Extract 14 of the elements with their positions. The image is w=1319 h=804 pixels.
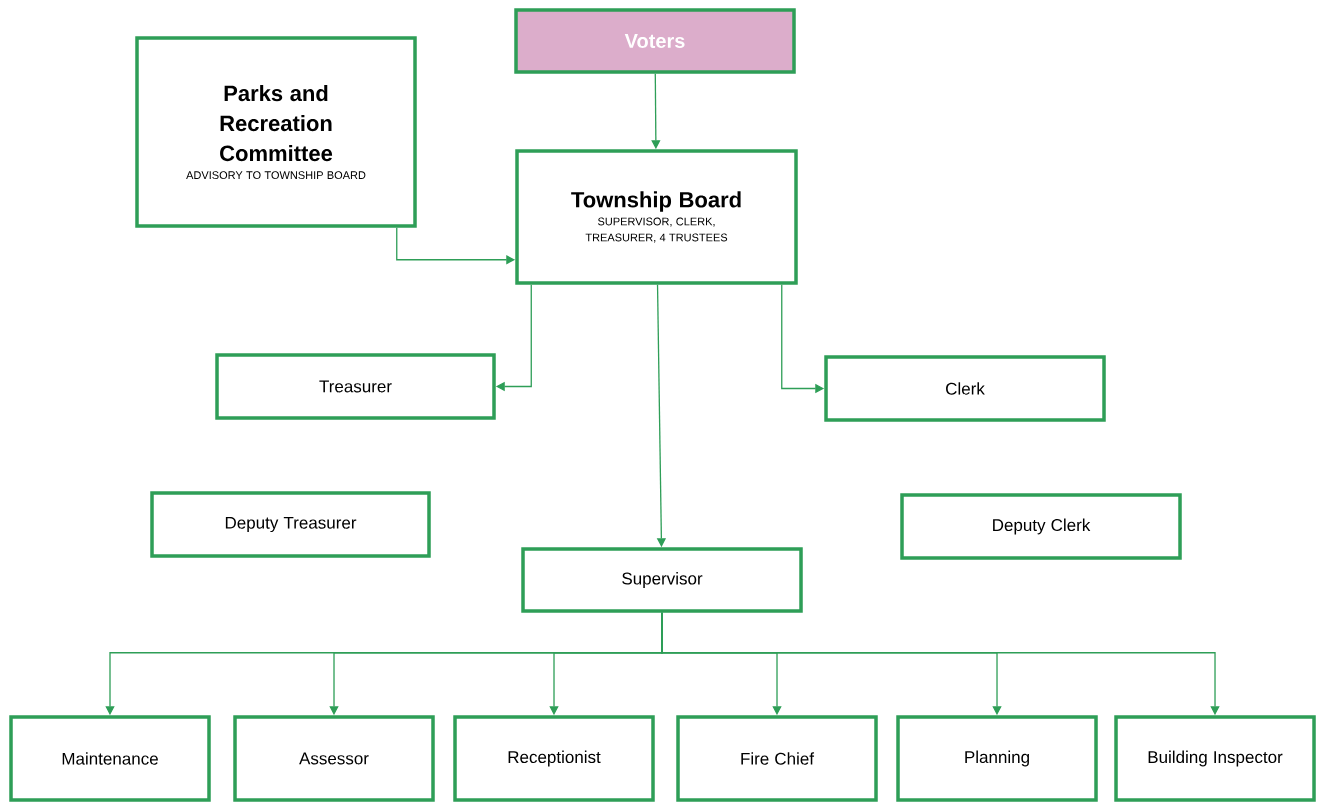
org-box: Township Board SUPERVISOR, CLERK, TREASURER, 4 TRUSTEES: [515, 149, 798, 285]
org-box: Receptionist: [453, 715, 655, 802]
org-box: Deputy Treasurer: [150, 491, 431, 558]
org-box: Clerk: [824, 355, 1106, 422]
org-box: Deputy Clerk: [900, 493, 1182, 560]
org-box: Fire Chief: [676, 715, 878, 802]
org-box: Maintenance: [9, 715, 211, 802]
org-box: Assessor: [233, 715, 435, 802]
org-box: Planning: [896, 715, 1098, 802]
org-box: Supervisor: [521, 547, 803, 613]
org-box: Voters: [514, 8, 796, 74]
org-box: Building Inspector: [1114, 715, 1316, 802]
org-box: Treasurer: [215, 353, 496, 420]
org-box: Parks and Recreation Committee ADVISORY TO TOWNSHIP BOARD: [135, 36, 417, 228]
